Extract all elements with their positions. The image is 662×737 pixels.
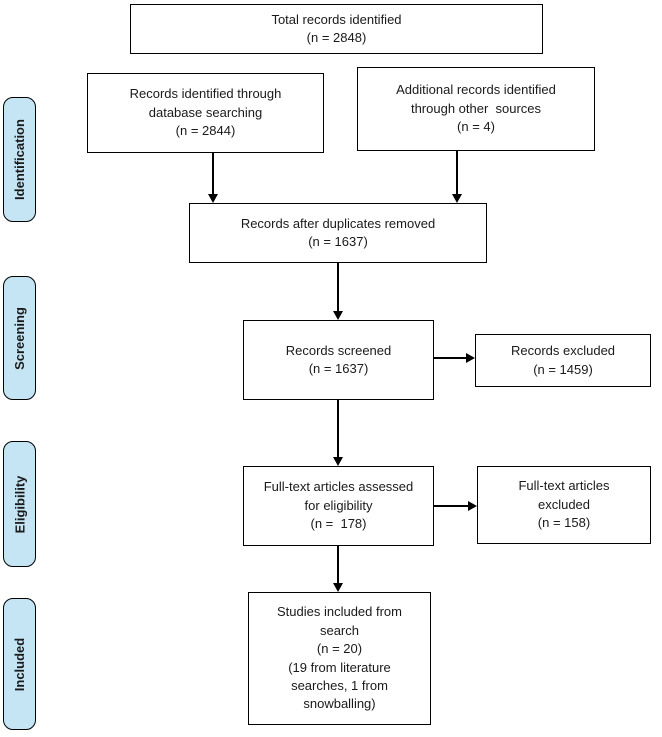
stage-label-text: Included xyxy=(12,637,28,691)
arrowhead-right-icon xyxy=(468,501,477,511)
box-other-sources: Additional records identified through ot… xyxy=(357,67,595,151)
box-database-searching: Records identified through database sear… xyxy=(87,73,324,153)
stage-label-screening: Screening xyxy=(3,276,36,400)
box-records-excluded: Records excluded (n = 1459) xyxy=(475,334,651,387)
arrow-fulltext-to-excluded xyxy=(434,501,477,511)
box-fulltext-excluded: Full-text articles excluded (n = 158) xyxy=(477,466,651,544)
arrowhead-down-icon xyxy=(333,583,343,592)
arrowhead-down-icon xyxy=(333,457,343,466)
stage-label-eligibility: Eligibility xyxy=(3,441,36,567)
arrowhead-down-icon xyxy=(333,311,343,320)
arrowhead-right-icon xyxy=(466,353,475,363)
stage-label-text: Eligibility xyxy=(12,475,28,533)
stage-label-text: Identification xyxy=(12,119,28,200)
arrow-other-to-duplicates xyxy=(452,151,462,203)
box-duplicates-removed: Records after duplicates removed (n = 16… xyxy=(189,203,487,263)
box-total-records: Total records identified (n = 2848) xyxy=(130,4,543,54)
arrow-duplicates-to-screened xyxy=(333,263,343,320)
arrow-screened-to-fulltext xyxy=(333,400,343,466)
arrow-database-to-duplicates xyxy=(208,153,218,203)
stage-label-identification: Identification xyxy=(3,97,36,222)
box-fulltext-assessed: Full-text articles assessed for eligibil… xyxy=(243,466,434,546)
stage-label-included: Included xyxy=(3,598,36,730)
arrow-fulltext-to-included xyxy=(333,546,343,592)
box-studies-included: Studies included from search (n = 20) (1… xyxy=(248,592,431,725)
arrowhead-down-icon xyxy=(208,194,218,203)
arrow-screened-to-excluded xyxy=(434,353,475,363)
box-records-screened: Records screened (n = 1637) xyxy=(243,320,434,400)
arrowhead-down-icon xyxy=(452,194,462,203)
stage-label-text: Screening xyxy=(12,306,28,370)
